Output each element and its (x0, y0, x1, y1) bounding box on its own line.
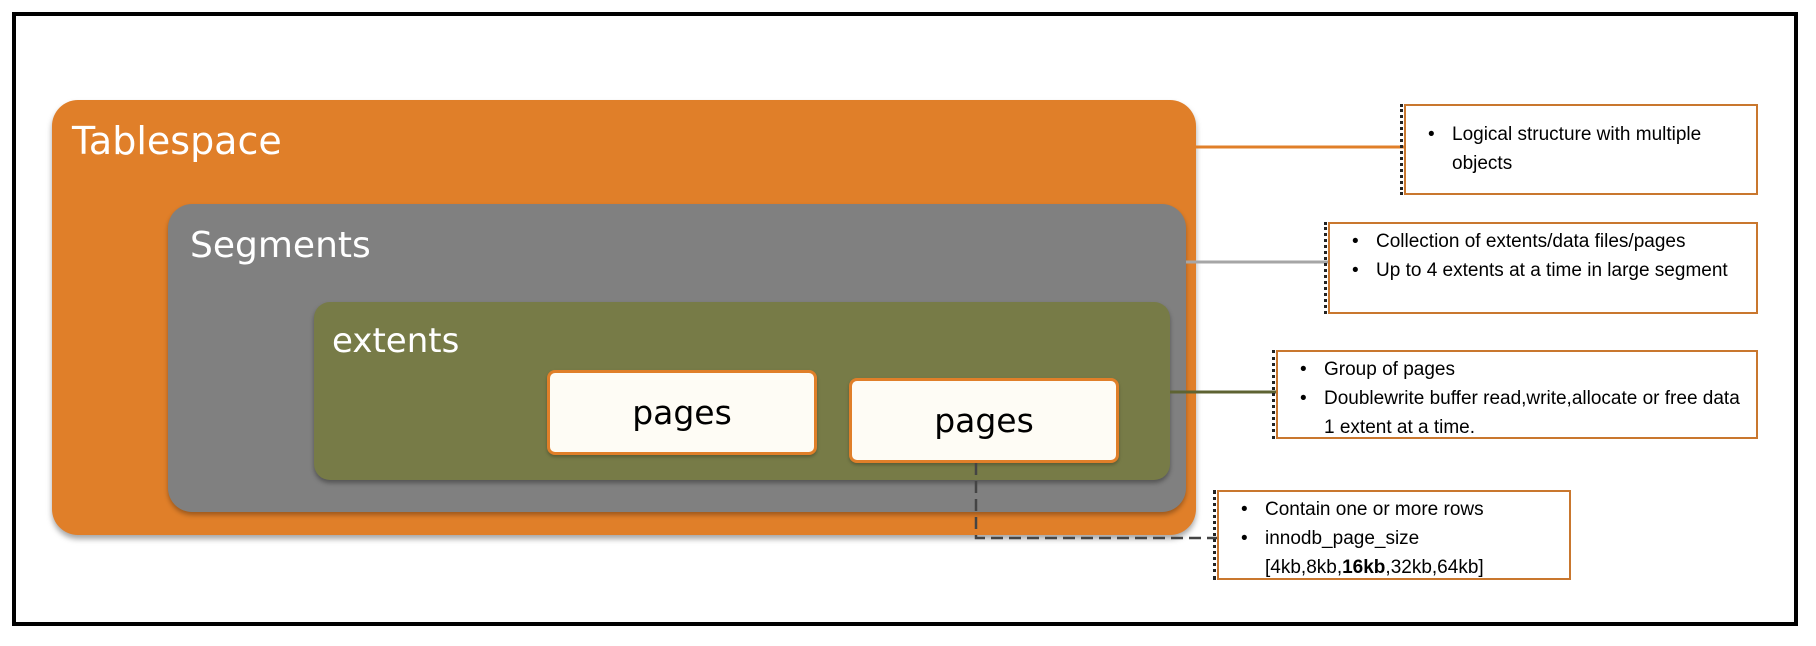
note-item: Collection of extents/data files/pages (1352, 227, 1750, 256)
page-box-1: pages (547, 370, 817, 455)
tablespace-label: Tablespace (72, 119, 282, 163)
note-item: Doublewrite buffer read,write,allocate o… (1300, 384, 1750, 442)
page-box-2: pages (849, 378, 1119, 463)
page-size-suffix: ,32kb,64kb] (1385, 557, 1484, 578)
note-item: Up to 4 extents at a time in large segme… (1352, 256, 1750, 285)
pages-connector (974, 463, 1217, 540)
segments-label: Segments (190, 225, 371, 266)
extents-note: Group of pages Doublewrite buffer read,w… (1272, 350, 1758, 442)
segments-note: Collection of extents/data files/pages U… (1324, 222, 1758, 314)
note-item: Logical structure with multiple objects (1428, 120, 1750, 178)
extents-label: extents (332, 321, 460, 361)
tablespace-note: Logical structure with multiple objects (1400, 104, 1758, 195)
page-size-prefix: innodb_page_size [4kb,8kb, (1265, 528, 1420, 578)
page-size-default: 16kb (1342, 557, 1386, 578)
pages-note: Contain one or more rows innodb_page_siz… (1213, 490, 1571, 582)
note-item-page-size: innodb_page_size [4kb,8kb,16kb,32kb,64kb… (1241, 524, 1563, 582)
note-item: Contain one or more rows (1241, 495, 1563, 524)
note-item: Group of pages (1300, 355, 1750, 384)
diagram-frame (12, 12, 1798, 626)
